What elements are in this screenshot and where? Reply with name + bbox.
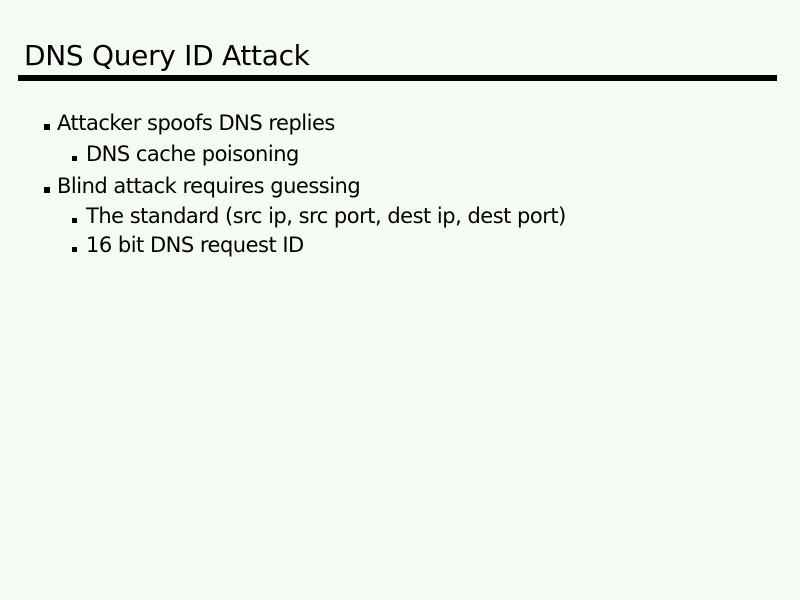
- bullet-text: Attacker spoofs DNS replies: [57, 111, 335, 135]
- bullet-square-icon: [72, 218, 77, 223]
- page-title: DNS Query ID Attack: [24, 39, 310, 72]
- bullet-square-icon: [72, 156, 77, 161]
- list-item: The standard (src ip, src port, dest ip,…: [0, 204, 566, 228]
- bullet-text: The standard (src ip, src port, dest ip,…: [86, 204, 566, 228]
- bullet-square-icon: [44, 187, 50, 193]
- bullet-square-icon: [72, 247, 77, 252]
- title-underline: [18, 75, 777, 81]
- bullet-text: Blind attack requires guessing: [57, 174, 361, 198]
- bullet-text: DNS cache poisoning: [86, 142, 299, 166]
- list-item: DNS cache poisoning: [0, 142, 299, 166]
- bullet-square-icon: [44, 124, 50, 130]
- list-item: 16 bit DNS request ID: [0, 233, 304, 257]
- list-item: Attacker spoofs DNS replies: [0, 111, 335, 135]
- list-item: Blind attack requires guessing: [0, 174, 361, 198]
- bullet-text: 16 bit DNS request ID: [86, 233, 304, 257]
